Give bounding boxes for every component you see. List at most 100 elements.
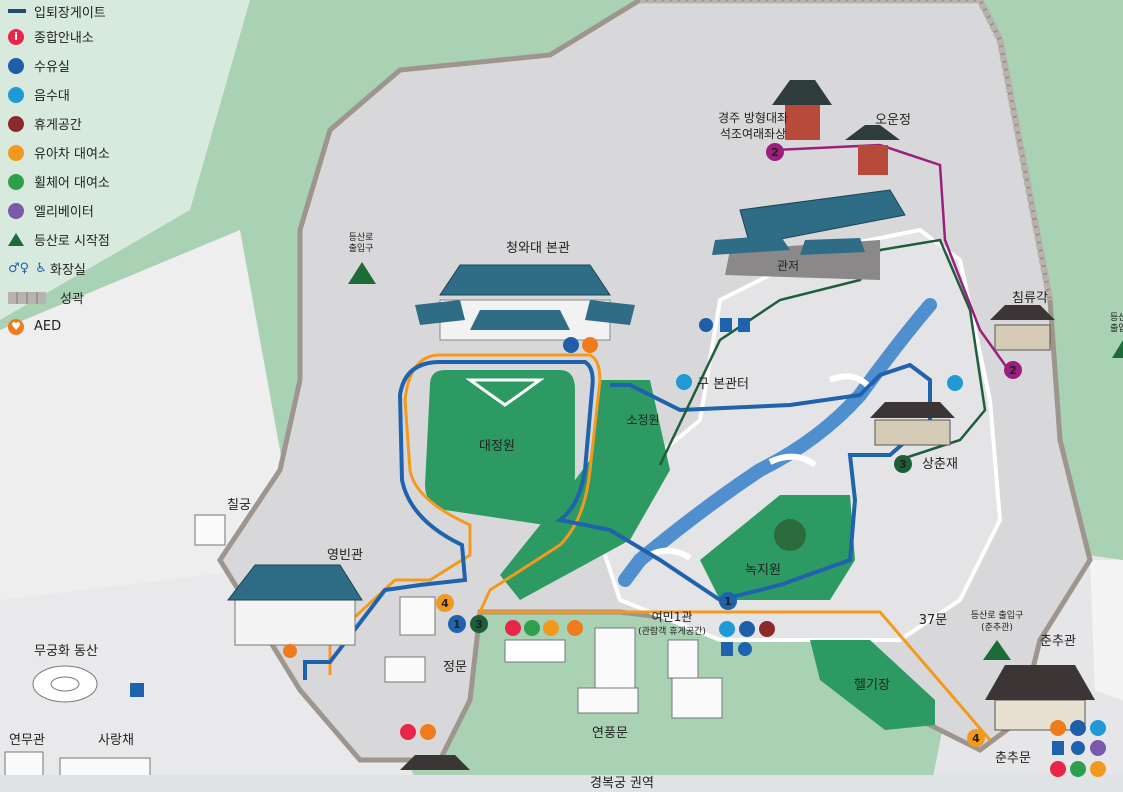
sangchun-building [870,402,955,446]
restroom-icon: ♂♀ [8,261,30,276]
facility-icons-gate [400,724,436,740]
chunchu-building [985,665,1095,731]
label-chilgung: 칠궁 [227,498,251,513]
legend-aed: ♥ AED [8,312,208,341]
aed-icon [582,337,598,353]
route-marker-2: 2 [1004,361,1022,379]
label-yeonmu: 연무관 [9,733,45,748]
main-hall-building [415,264,635,341]
label-residence: 관저 [777,259,799,273]
facility-icons-chunchu [1050,720,1106,777]
legend-wheelchair: 휠체어 대여소 [8,167,208,196]
legend-water: 음수대 [8,80,208,109]
label-sojeongwon: 소정원 [626,413,659,427]
label-daejeongwon: 대정원 [479,439,515,454]
legend-elevator: 엘리베이터 [8,196,208,225]
route-marker-2: 2 [766,143,784,161]
chilgung-building [194,514,226,546]
label-trail-right-2: (춘추관) [981,622,1013,633]
label-trail-far-1: 등산 [1110,312,1123,323]
rest-area-icon [759,621,775,637]
bridge [648,547,692,561]
trailhead-icon [8,233,24,246]
label-sangchun: 상춘재 [922,457,958,472]
stroller-rental-icon [543,620,559,636]
label-main-gate: 정문 [443,660,467,675]
water-fountain-icon [947,375,963,391]
helipad-lawn [810,640,935,730]
svg-text:3: 3 [475,618,483,631]
svg-text:3: 3 [899,458,907,471]
route-marker-4: 4 [967,729,985,747]
water-fountain-icon [719,621,735,637]
outer-zone [0,0,250,320]
info-center-icon: i [8,28,24,45]
label-trail-right-1: 등산로 출입구 [971,609,1024,621]
nursing-room-icon [699,318,713,332]
elevator-icon [1090,740,1106,756]
label-chunchu-hall: 춘추관 [1040,634,1076,649]
accessible-restroom-icon: ♿ [35,261,47,276]
svg-text:2: 2 [771,146,779,159]
facility-icons-main-hall [563,337,598,353]
water-fountain-icon [676,374,692,390]
road [0,775,1123,792]
aed-icon: ♥ [8,318,24,335]
nursing-room-icon [563,337,579,353]
route-marker-1: 1 [719,592,737,610]
route-marker-4: 4 [436,594,454,612]
daejeongwon-lawn [425,370,575,525]
legend-stroller: 유아차 대여소 [8,138,208,167]
accessible-restroom-icon [1071,741,1085,755]
restroom-icon [721,642,733,656]
stream [618,298,937,587]
legend-fortress: 성곽 [8,283,208,312]
aed-icon [1050,720,1066,736]
water-fountain-icon [1090,720,1106,736]
label-chimnyu: 침류각 [1012,291,1048,306]
lawn-pattern [465,378,545,407]
aed-icon [420,724,436,740]
sojeongwon-lawn [500,380,670,600]
wheelchair-rental-icon [524,620,540,636]
info-center-icon [400,724,416,740]
facility-icons-yeonmin [505,620,583,636]
label-heli: 헬기장 [854,678,890,693]
aed-icon [283,644,297,658]
stroller-rental-icon [1090,761,1106,777]
legend-info: i 종합안내소 [8,22,208,51]
yeongbin-building [226,564,363,646]
gwanghwa-gate [400,755,470,770]
yeonmin-buildings [384,596,723,719]
label-yeonmin-2: (관람객 휴게공간) [638,625,706,637]
oun-pavilion [845,125,900,175]
label-gyeongbok: 경복궁 권역 [590,776,654,791]
gate-icon [8,9,26,13]
legend-trailhead: 등산로 시작점 [8,225,208,254]
restroom-icon [130,683,144,697]
label-yeonmin-1: 여민1관 [652,610,693,624]
route-marker-3: 3 [470,615,488,633]
facility-icons-residence [699,318,750,332]
route-marker-1: 1 [448,615,466,633]
label-yeonpung: 연풍문 [592,726,628,741]
trailhead-east-icon [1112,340,1123,358]
svg-text:4: 4 [441,597,449,610]
label-oun: 오운정 [875,113,911,128]
statue-pavilion [772,80,832,140]
legend-gate: 입퇴장게이트 [8,0,208,22]
label-nokji: 녹지원 [745,563,781,578]
route-marker-3: 3 [894,455,912,473]
rest-area-icon [8,115,24,132]
svg-text:2: 2 [1009,364,1017,377]
label-gate37: 37문 [919,613,948,628]
tree [774,519,806,551]
label-main-hall: 청와대 본관 [506,241,570,256]
legend-nursing: 수유실 [8,51,208,80]
elevator-icon [8,202,24,219]
accessible-restroom-icon [738,318,750,332]
label-yeongbin: 영빈관 [327,548,363,563]
label-statue-2: 석조여래좌상 [720,127,786,141]
label-chunchu-gate: 춘추문 [995,751,1031,766]
